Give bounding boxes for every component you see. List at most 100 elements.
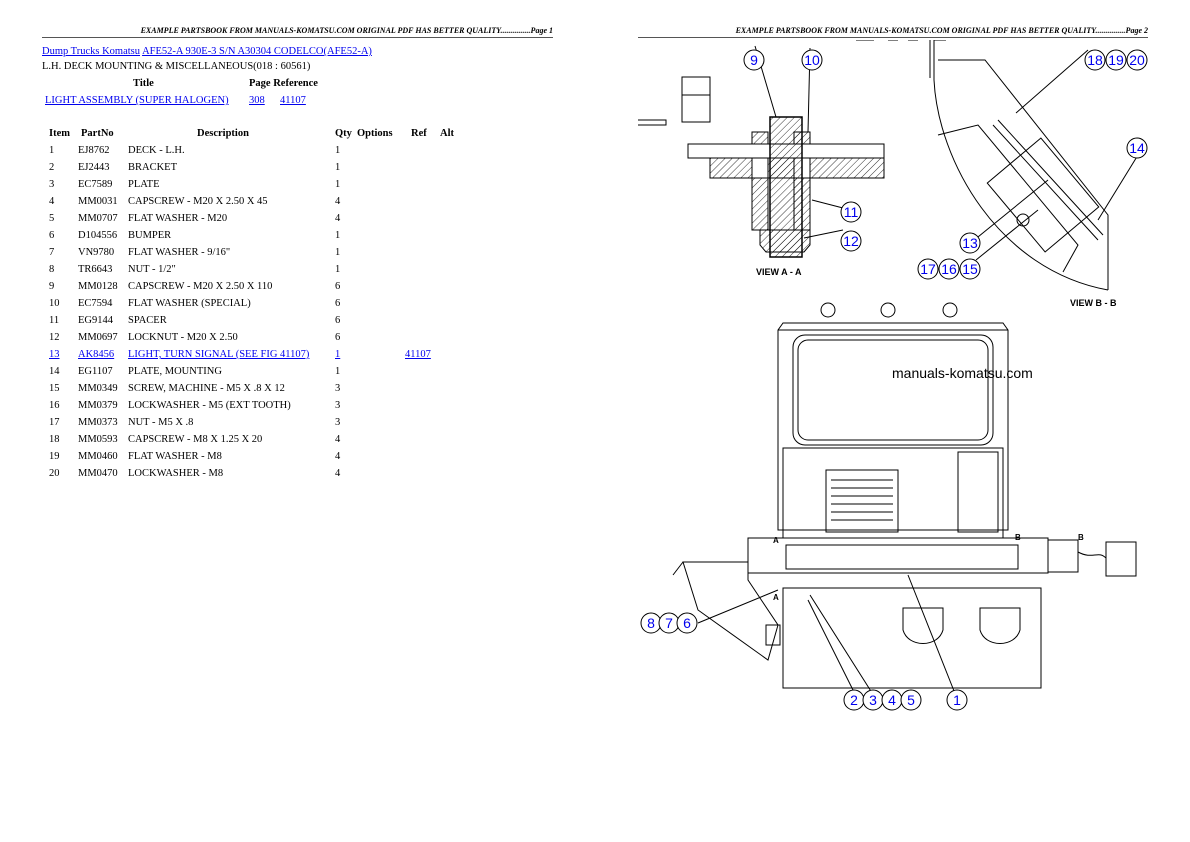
cell-description: LOCKWASHER - M8: [128, 468, 224, 479]
cell-qty: 6: [335, 332, 341, 343]
callout-8: 8: [640, 612, 662, 634]
callout-label: 5: [907, 692, 915, 708]
cell-partno: MM0379: [78, 400, 118, 411]
cell-description: BRACKET: [128, 162, 178, 173]
cell-qty: 4: [335, 434, 341, 445]
cell-item: 12: [49, 332, 60, 343]
cell-qty: 4: [335, 451, 341, 462]
page-header: EXAMPLE PARTSBOOK FROM MANUALS-KOMATSU.C…: [638, 26, 1148, 38]
cell-item[interactable]: 13: [49, 349, 60, 360]
cell-partno: EJ8762: [78, 145, 110, 156]
ref-reference-link[interactable]: 41107: [280, 95, 306, 106]
cell-qty: 1: [335, 247, 341, 258]
cell-partno[interactable]: AK8456: [78, 349, 115, 360]
cell-partno: MM0373: [78, 417, 118, 428]
cell-qty: 3: [335, 383, 341, 394]
cell-description[interactable]: LIGHT, TURN SIGNAL (SEE FIG 41107): [128, 349, 310, 360]
cell-qty: 4: [335, 213, 341, 224]
cell-qty: 4: [335, 196, 341, 207]
callout-9: 9: [743, 49, 765, 71]
callout-1: 1: [946, 689, 968, 711]
cell-description: CAPSCREW - M20 X 2.50 X 110: [128, 281, 273, 292]
callout-label: 20: [1129, 52, 1145, 68]
header-partno: PartNo: [81, 128, 114, 139]
callout-circle: [938, 258, 960, 280]
callout-circle: [1126, 49, 1148, 71]
callout-7: 7: [658, 612, 680, 634]
callout-label: 10: [804, 52, 820, 68]
ref-header-title: Title: [133, 78, 154, 89]
callout-circle: [676, 612, 698, 634]
callout-12: 12: [840, 230, 862, 252]
cell-description: FLAT WASHER - M20: [128, 213, 228, 224]
cell-item: 7: [49, 247, 55, 258]
cell-qty: 1: [335, 230, 341, 241]
cell-partno: EJ2443: [78, 162, 110, 173]
callout-circle: [959, 258, 981, 280]
cell-partno: MM0349: [78, 383, 118, 394]
callout-circle: [840, 230, 862, 252]
cell-partno: MM0707: [78, 213, 118, 224]
cell-description: DECK - L.H.: [128, 145, 185, 156]
view-a-label: VIEW A - A: [756, 267, 802, 277]
view-b-b-drawing: VIEW B - B: [856, 40, 1139, 308]
section-mark: B: [1015, 533, 1021, 542]
cell-description: NUT - 1/2": [128, 264, 176, 275]
breadcrumb: Dump Trucks Komatsu AFE52-A 930E-3 S/N A…: [42, 46, 372, 57]
cell-partno: EG9144: [78, 315, 113, 326]
cell-partno: VN9780: [78, 247, 115, 258]
cell-description: NUT - M5 X .8: [128, 417, 194, 428]
cell-partno: EG1107: [78, 366, 113, 377]
callout-circle: [743, 49, 765, 71]
header-options: Options: [357, 128, 393, 139]
cell-item: 4: [49, 196, 55, 207]
main-assembly-drawing: A A B B: [672, 302, 1137, 697]
cell-item: 17: [49, 417, 60, 428]
view-a-a-drawing: VIEW A - A: [638, 45, 885, 277]
cell-item: 15: [49, 383, 60, 394]
cell-qty: 1: [335, 162, 341, 173]
ref-page-link[interactable]: 308: [249, 95, 265, 106]
callout-label: 16: [941, 261, 957, 277]
section-mark: A: [773, 593, 779, 602]
callout-15: 15: [959, 258, 981, 280]
parts-diagram: VIEW A - A VIEW B - B A A B B: [638, 40, 1148, 711]
callout-label: 1: [953, 692, 961, 708]
callout-label: 7: [665, 615, 673, 631]
header-description: Description: [197, 128, 249, 139]
callout-label: 19: [1108, 52, 1124, 68]
cell-partno: MM0128: [78, 281, 118, 292]
callout-label: 17: [920, 261, 936, 277]
cell-ref[interactable]: 41107: [405, 349, 431, 360]
callout-circle: [959, 232, 981, 254]
ref-header-page-reference: Page Reference: [249, 78, 318, 89]
callout-16: 16: [938, 258, 960, 280]
cell-item: 2: [49, 162, 55, 173]
callout-4: 4: [881, 689, 903, 711]
cell-item: 10: [49, 298, 60, 309]
cell-item: 8: [49, 264, 55, 275]
callout-6: 6: [676, 612, 698, 634]
breadcrumb-link-category[interactable]: Dump Trucks Komatsu: [42, 46, 141, 57]
ref-title-link[interactable]: LIGHT ASSEMBLY (SUPER HALOGEN): [45, 95, 229, 106]
cell-item: 20: [49, 468, 60, 479]
callout-circle: [946, 689, 968, 711]
cell-qty: 3: [335, 417, 341, 428]
cell-qty: 1: [335, 366, 341, 377]
cell-qty[interactable]: 1: [335, 349, 341, 360]
cell-description: SCREW, MACHINE - M5 X .8 X 12: [128, 383, 285, 394]
callout-label: 15: [962, 261, 978, 277]
cell-partno: MM0697: [78, 332, 118, 343]
breadcrumb-link-model[interactable]: AFE52-A 930E-3 S/N A30304 CODELCO(AFE52-…: [142, 46, 372, 57]
section-mark: A: [773, 536, 779, 545]
view-b-label: VIEW B - B: [1070, 298, 1117, 308]
cell-item: 3: [49, 179, 55, 190]
header-qty: Qty: [335, 128, 352, 139]
cell-partno: EC7594: [78, 298, 113, 309]
cell-qty: 6: [335, 315, 341, 326]
callout-label: 18: [1087, 52, 1103, 68]
callout-5: 5: [900, 689, 922, 711]
page-header: EXAMPLE PARTSBOOK FROM MANUALS-KOMATSU.C…: [42, 26, 553, 38]
callout-2: 2: [843, 689, 865, 711]
callout-circle: [917, 258, 939, 280]
